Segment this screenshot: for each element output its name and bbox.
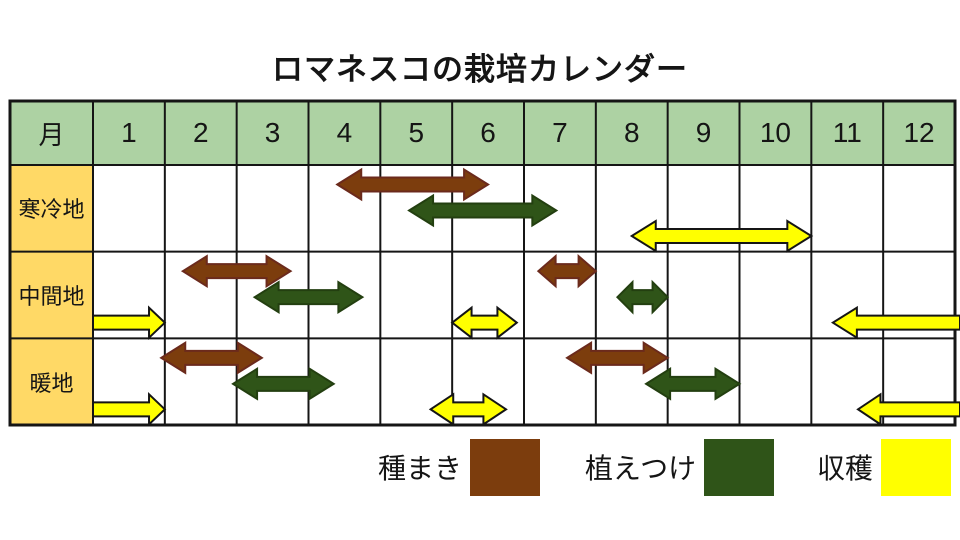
page-title: ロマネスコの栽培カレンダー: [272, 52, 688, 87]
task-arrow-plant-5: [252, 280, 365, 314]
legend-item-planting: 植えつけ: [585, 438, 775, 496]
task-arrow-sow-10: [159, 341, 264, 375]
task-arrow-harvest-2: [629, 219, 814, 253]
task-arrow-plant-6: [615, 279, 670, 315]
task-arrow-harvest-14: [92, 392, 167, 427]
legend-label-planting: 植えつけ: [585, 453, 697, 484]
legend-label-sowing: 種まき: [378, 453, 463, 484]
legend-item-harvest: 収穫: [817, 438, 952, 496]
legend-swatch-sowing: [470, 438, 541, 496]
legend-swatch-planting: [704, 438, 775, 496]
legend-label-harvest: 収穫: [817, 453, 874, 484]
task-arrow-harvest-9: [830, 305, 960, 340]
task-arrow-sow-0: [335, 167, 490, 202]
task-arrow-harvest-16: [856, 392, 960, 427]
task-arrow-plant-1: [407, 193, 559, 228]
month-header-row: [10, 101, 955, 165]
task-arrow-harvest-15: [428, 392, 508, 427]
task-arrow-plant-13: [644, 367, 742, 401]
region-label-column: [10, 165, 93, 425]
task-arrow-harvest-7: [92, 305, 167, 340]
task-arrow-sow-11: [565, 341, 670, 375]
task-arrow-plant-12: [231, 367, 336, 401]
task-arrow-sow-3: [180, 254, 293, 288]
task-arrow-sow-4: [536, 253, 598, 289]
legend-swatch-harvest: [881, 438, 952, 496]
task-arrow-harvest-8: [450, 305, 519, 340]
legend: 種まき 植えつけ 収穫: [0, 438, 960, 496]
legend-item-sowing: 種まき: [378, 438, 541, 496]
